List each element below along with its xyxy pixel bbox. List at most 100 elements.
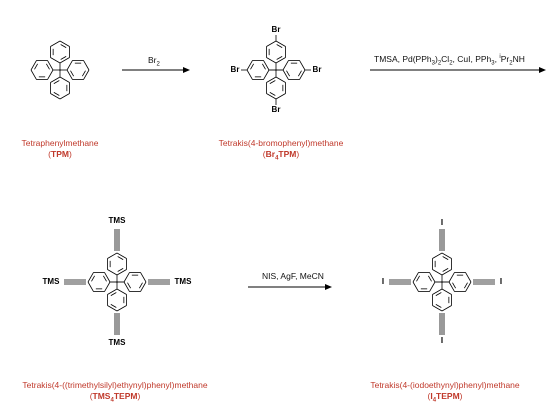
ring-double-bond	[117, 256, 124, 260]
ring-double-bond	[34, 63, 38, 70]
ring-bond	[59, 40, 70, 47]
ring-bond	[275, 93, 286, 100]
ring-double-bond	[117, 268, 124, 272]
ring-bond	[50, 57, 61, 64]
ring-double-bond	[416, 275, 420, 282]
ring-bond	[275, 57, 286, 64]
compound-name: Tetraphenylmethane	[21, 138, 99, 148]
ring-bond	[140, 281, 147, 292]
alkyne-triple-bond	[439, 313, 445, 335]
bromine-substituent: Br	[272, 25, 281, 34]
iodine-substituent: I	[500, 277, 502, 286]
reaction-arrow-1	[122, 67, 190, 73]
ring-bond	[30, 60, 37, 71]
ring-bond	[59, 76, 70, 83]
ring-double-bond	[269, 80, 276, 84]
ring-double-bond	[53, 80, 60, 84]
benzene-ring	[266, 76, 286, 100]
benzene-ring	[50, 40, 70, 64]
ring-double-bond	[464, 282, 468, 289]
ring-bond	[465, 281, 472, 292]
ring-bond	[299, 60, 306, 71]
ring-bond	[299, 69, 306, 80]
ring-double-bond	[70, 70, 74, 77]
ring-bond	[107, 305, 118, 312]
alkyne-triple-bond	[114, 313, 120, 335]
ring-bond	[246, 60, 253, 71]
ring-bond	[448, 272, 455, 283]
iodine-substituent: I	[441, 218, 443, 227]
ring-double-bond	[262, 63, 266, 70]
ring-double-bond	[442, 268, 449, 272]
ring-bond	[432, 305, 443, 312]
ring-bond	[246, 69, 253, 80]
ring-double-bond	[298, 70, 302, 77]
ring-bond	[50, 93, 61, 100]
benzene-ring	[432, 252, 452, 276]
benzene-ring	[448, 272, 472, 292]
ring-bond	[432, 252, 443, 259]
ring-double-bond	[110, 304, 117, 308]
compound-abbr: TPM	[51, 149, 69, 159]
ring-bond	[47, 60, 54, 71]
ring-double-bond	[250, 63, 254, 70]
benzene-ring	[107, 288, 127, 312]
ring-bond	[263, 69, 270, 80]
iodine-substituent: I	[382, 277, 384, 286]
ring-double-bond	[428, 275, 432, 282]
ring-bond	[66, 69, 73, 80]
benzene-ring	[266, 40, 286, 64]
ring-double-bond	[435, 292, 442, 296]
ring-bond	[263, 60, 270, 71]
ring-double-bond	[103, 275, 107, 282]
ring-bond	[116, 305, 127, 312]
compound-name: Tetrakis(4-bromophenyl)methane	[218, 138, 344, 148]
condition-step1: Br2	[148, 55, 160, 68]
ring-double-bond	[60, 44, 67, 48]
ring-double-bond	[286, 70, 290, 77]
ring-bond	[87, 272, 94, 283]
ring-bond	[50, 76, 61, 83]
compound-label-tpm: Tetraphenylmethane (TPM)	[0, 138, 120, 160]
ring-bond	[429, 272, 436, 283]
ring-bond	[123, 272, 130, 283]
ring-bond	[116, 288, 127, 295]
ring-bond	[83, 60, 90, 71]
alkyne-triple-bond	[148, 279, 170, 285]
ring-bond	[441, 305, 452, 312]
ring-double-bond	[53, 92, 60, 96]
benzene-ring	[412, 272, 436, 292]
iodine-substituent: I	[441, 336, 443, 345]
ring-bond	[66, 60, 73, 71]
ring-double-bond	[110, 292, 117, 296]
ring-bond	[47, 69, 54, 80]
compound-name: Tetrakis(4-(iodoethynyl)phenyl)methane	[370, 380, 520, 390]
alkyne-triple-bond	[114, 229, 120, 251]
ring-double-bond	[91, 275, 95, 282]
tms-substituent: TMS	[109, 338, 127, 347]
ring-bond	[429, 281, 436, 292]
condition-step2: TMSA, Pd(PPh3)2Cl2, CuI, PPh3, iPr2NH	[374, 54, 525, 67]
compound-name: Tetrakis(4-((trimethylsilyl)ethynyl)phen…	[22, 380, 208, 390]
molecule-tetraphenylmethane	[30, 40, 90, 100]
bromine-substituent: Br	[272, 105, 281, 114]
tms-substituent: TMS	[109, 216, 127, 225]
ring-bond	[50, 40, 61, 47]
benzene-ring	[107, 252, 127, 276]
ring-double-bond	[139, 282, 143, 289]
molecule-tetrakis-iodoethynyl-phenyl-methane: I I I I	[382, 218, 502, 345]
alkyne-triple-bond	[389, 279, 411, 285]
bromine-substituent: Br	[231, 65, 240, 74]
ring-bond	[441, 252, 452, 259]
benzene-ring	[282, 60, 306, 80]
alkyne-triple-bond	[64, 279, 86, 285]
tms-substituent: TMS	[43, 277, 61, 286]
ring-bond	[140, 272, 147, 283]
ring-bond	[59, 93, 70, 100]
compound-label-br4tpm: Tetrakis(4-bromophenyl)methane (Br4TPM)	[196, 138, 366, 165]
ring-bond	[107, 288, 118, 295]
ring-bond	[412, 272, 419, 283]
ring-bond	[87, 281, 94, 292]
